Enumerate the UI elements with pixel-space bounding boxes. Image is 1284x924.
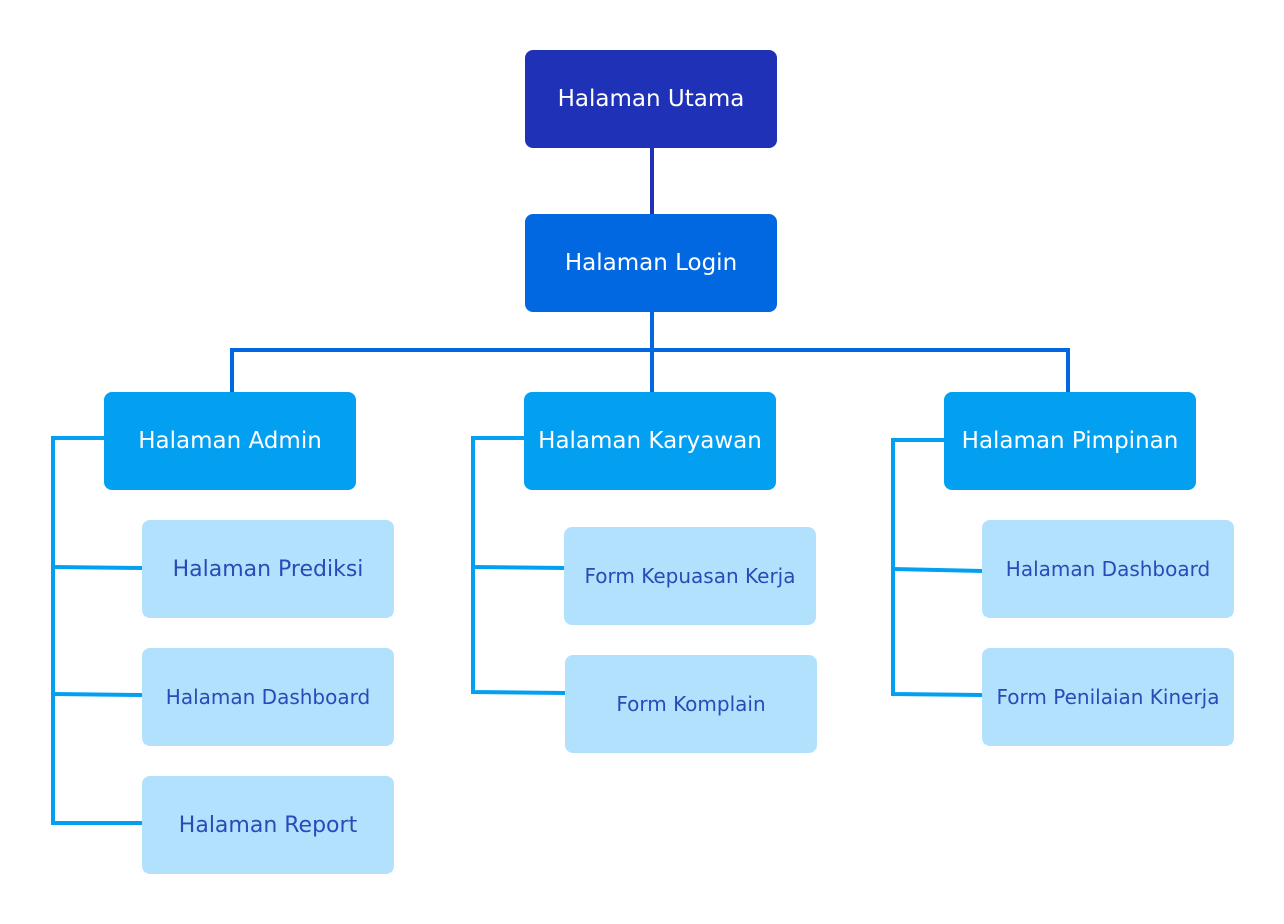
- connector-karyawan-spine: [471, 436, 567, 695]
- connector-pimpinan-spine: [891, 438, 984, 697]
- connector-role-bus: [230, 348, 1070, 393]
- node-admin-prediksi: Halaman Prediksi: [142, 520, 394, 618]
- node-pimpinan-dashboard: Halaman Dashboard: [982, 520, 1234, 618]
- connector-admin-prediksi: [52, 565, 144, 570]
- connector-pimpinan-dashboard: [892, 567, 984, 573]
- node-admin-dashboard: Halaman Dashboard: [142, 648, 394, 746]
- node-karyawan-kepuasan-kerja: Form Kepuasan Kerja: [564, 527, 816, 625]
- node-halaman-utama: Halaman Utama: [525, 50, 777, 148]
- node-halaman-pimpinan: Halaman Pimpinan: [944, 392, 1196, 490]
- node-halaman-admin: Halaman Admin: [104, 392, 356, 490]
- node-halaman-login: Halaman Login: [525, 214, 777, 312]
- node-admin-report: Halaman Report: [142, 776, 394, 874]
- connector-admin-spine: [51, 436, 143, 825]
- connector-admin-dashboard: [52, 692, 144, 697]
- node-pimpinan-penilaian-kinerja: Form Penilaian Kinerja: [982, 648, 1234, 746]
- connector-karyawan-kepuasan: [472, 565, 567, 570]
- node-halaman-karyawan: Halaman Karyawan: [524, 392, 776, 490]
- node-karyawan-komplain: Form Komplain: [565, 655, 817, 753]
